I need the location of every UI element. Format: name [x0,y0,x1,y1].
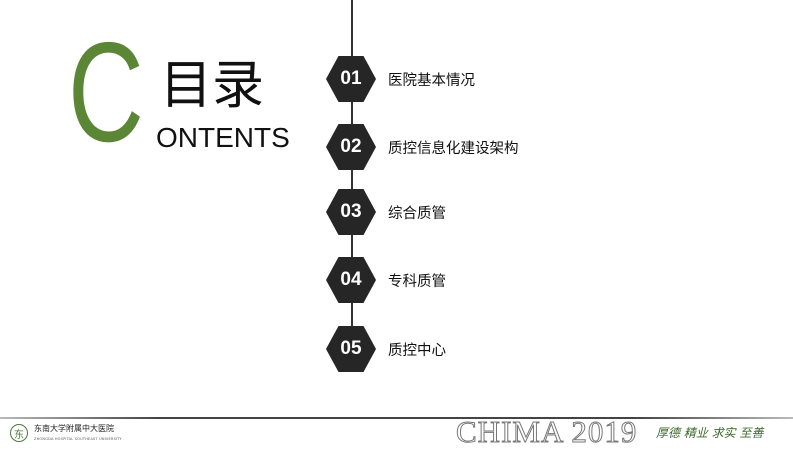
hexagon-number-badge: 01 [326,56,376,102]
toc-item-2[interactable]: 02 质控信息化建设架构 [326,124,519,170]
page-title: 目录 [160,56,265,116]
event-logo: CHIMA 2019 [455,414,638,449]
hexagon-number-badge: 03 [326,189,376,235]
toc-item-label: 综合质管 [388,205,446,222]
hexagon-number-badge: 05 [326,326,376,372]
footer-divider [0,417,793,419]
toc-item-label: 医院基本情况 [388,72,475,89]
page-subtitle: ONTENTS [156,122,290,153]
hospital-name-en: ZHONGDA HOSPITAL SOUTHEAST UNIVERSITY [34,437,122,441]
hospital-emblem-icon: 东 [10,424,28,442]
hospital-motto: 厚德 精业 求实 至善 [656,426,764,440]
hospital-name: 东南大学附属中大医院 [34,424,114,433]
toc-item-label: 质控信息化建设架构 [388,140,519,157]
toc-item-4[interactable]: 04 专科质管 [326,257,446,303]
toc-item-label: 专科质管 [388,273,446,290]
toc-item-3[interactable]: 03 综合质管 [326,189,446,235]
toc-item-label: 质控中心 [388,342,446,359]
timeline-line [351,0,353,372]
hexagon-number-badge: 02 [326,124,376,170]
hexagon-number-badge: 04 [326,257,376,303]
toc-item-5[interactable]: 05 质控中心 [326,326,446,372]
toc-item-1[interactable]: 01 医院基本情况 [326,56,475,102]
big-c-letter: C [68,13,144,172]
